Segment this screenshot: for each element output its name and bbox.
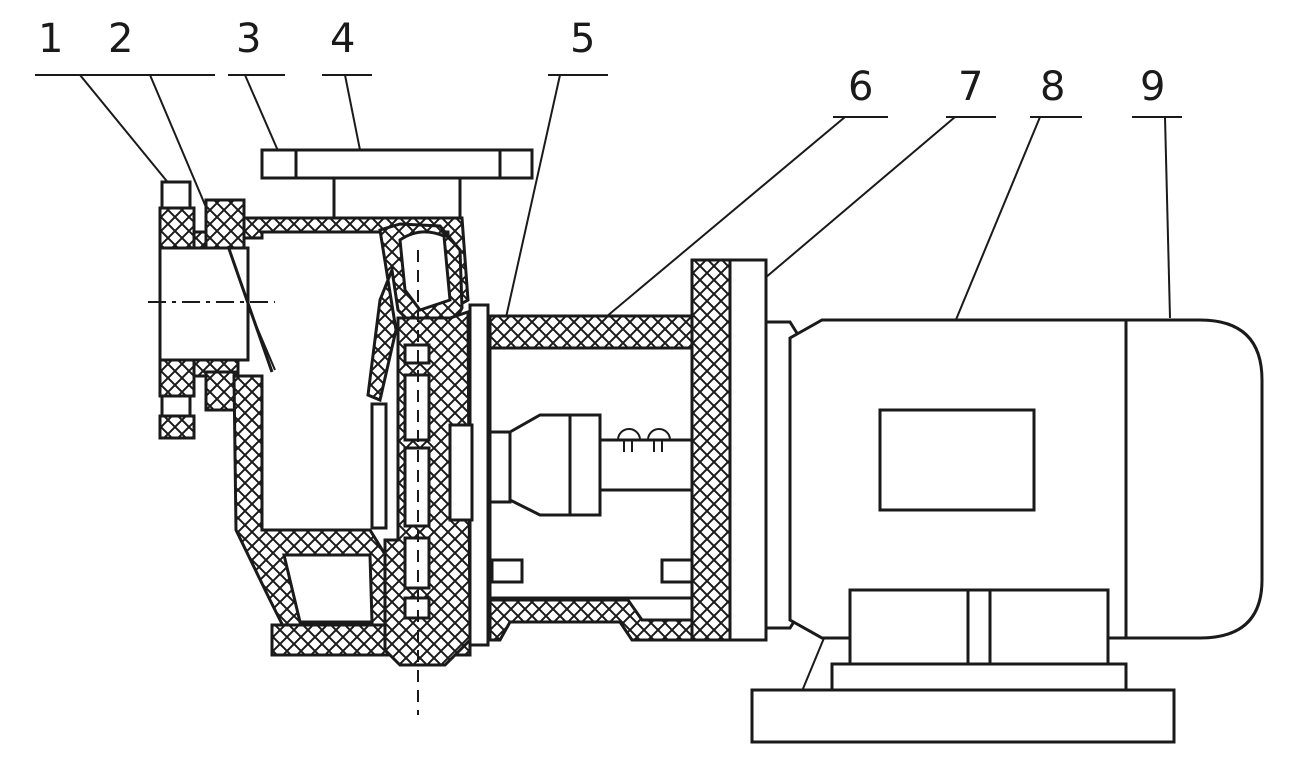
callout-labels: 1 2 3 4 5 6 7 8 9 bbox=[38, 16, 1165, 110]
motor-flange bbox=[690, 258, 768, 642]
motor-feet bbox=[830, 588, 1128, 692]
leader-9 bbox=[1132, 116, 1182, 319]
callout-4: 4 bbox=[330, 16, 355, 62]
inlet-seal bbox=[204, 198, 274, 412]
callout-2: 2 bbox=[108, 16, 133, 62]
base-plate bbox=[750, 688, 1176, 744]
callout-6: 6 bbox=[848, 64, 873, 110]
callout-5: 5 bbox=[570, 16, 595, 62]
leader-1 bbox=[35, 74, 171, 186]
pump-casing bbox=[232, 216, 472, 657]
leader-3 bbox=[228, 74, 285, 161]
callout-9: 9 bbox=[1140, 64, 1165, 110]
callout-7: 7 bbox=[958, 64, 983, 110]
motor bbox=[764, 318, 1264, 640]
callout-8: 8 bbox=[1040, 64, 1065, 110]
rear-cover bbox=[448, 303, 490, 647]
callout-3: 3 bbox=[236, 16, 261, 62]
impeller bbox=[383, 309, 472, 667]
leader-6 bbox=[599, 116, 888, 323]
inlet-flange bbox=[158, 180, 250, 440]
coupling bbox=[488, 413, 697, 517]
outlet-flange bbox=[260, 148, 534, 220]
callout-1: 1 bbox=[38, 16, 63, 62]
leader-5 bbox=[504, 74, 608, 323]
